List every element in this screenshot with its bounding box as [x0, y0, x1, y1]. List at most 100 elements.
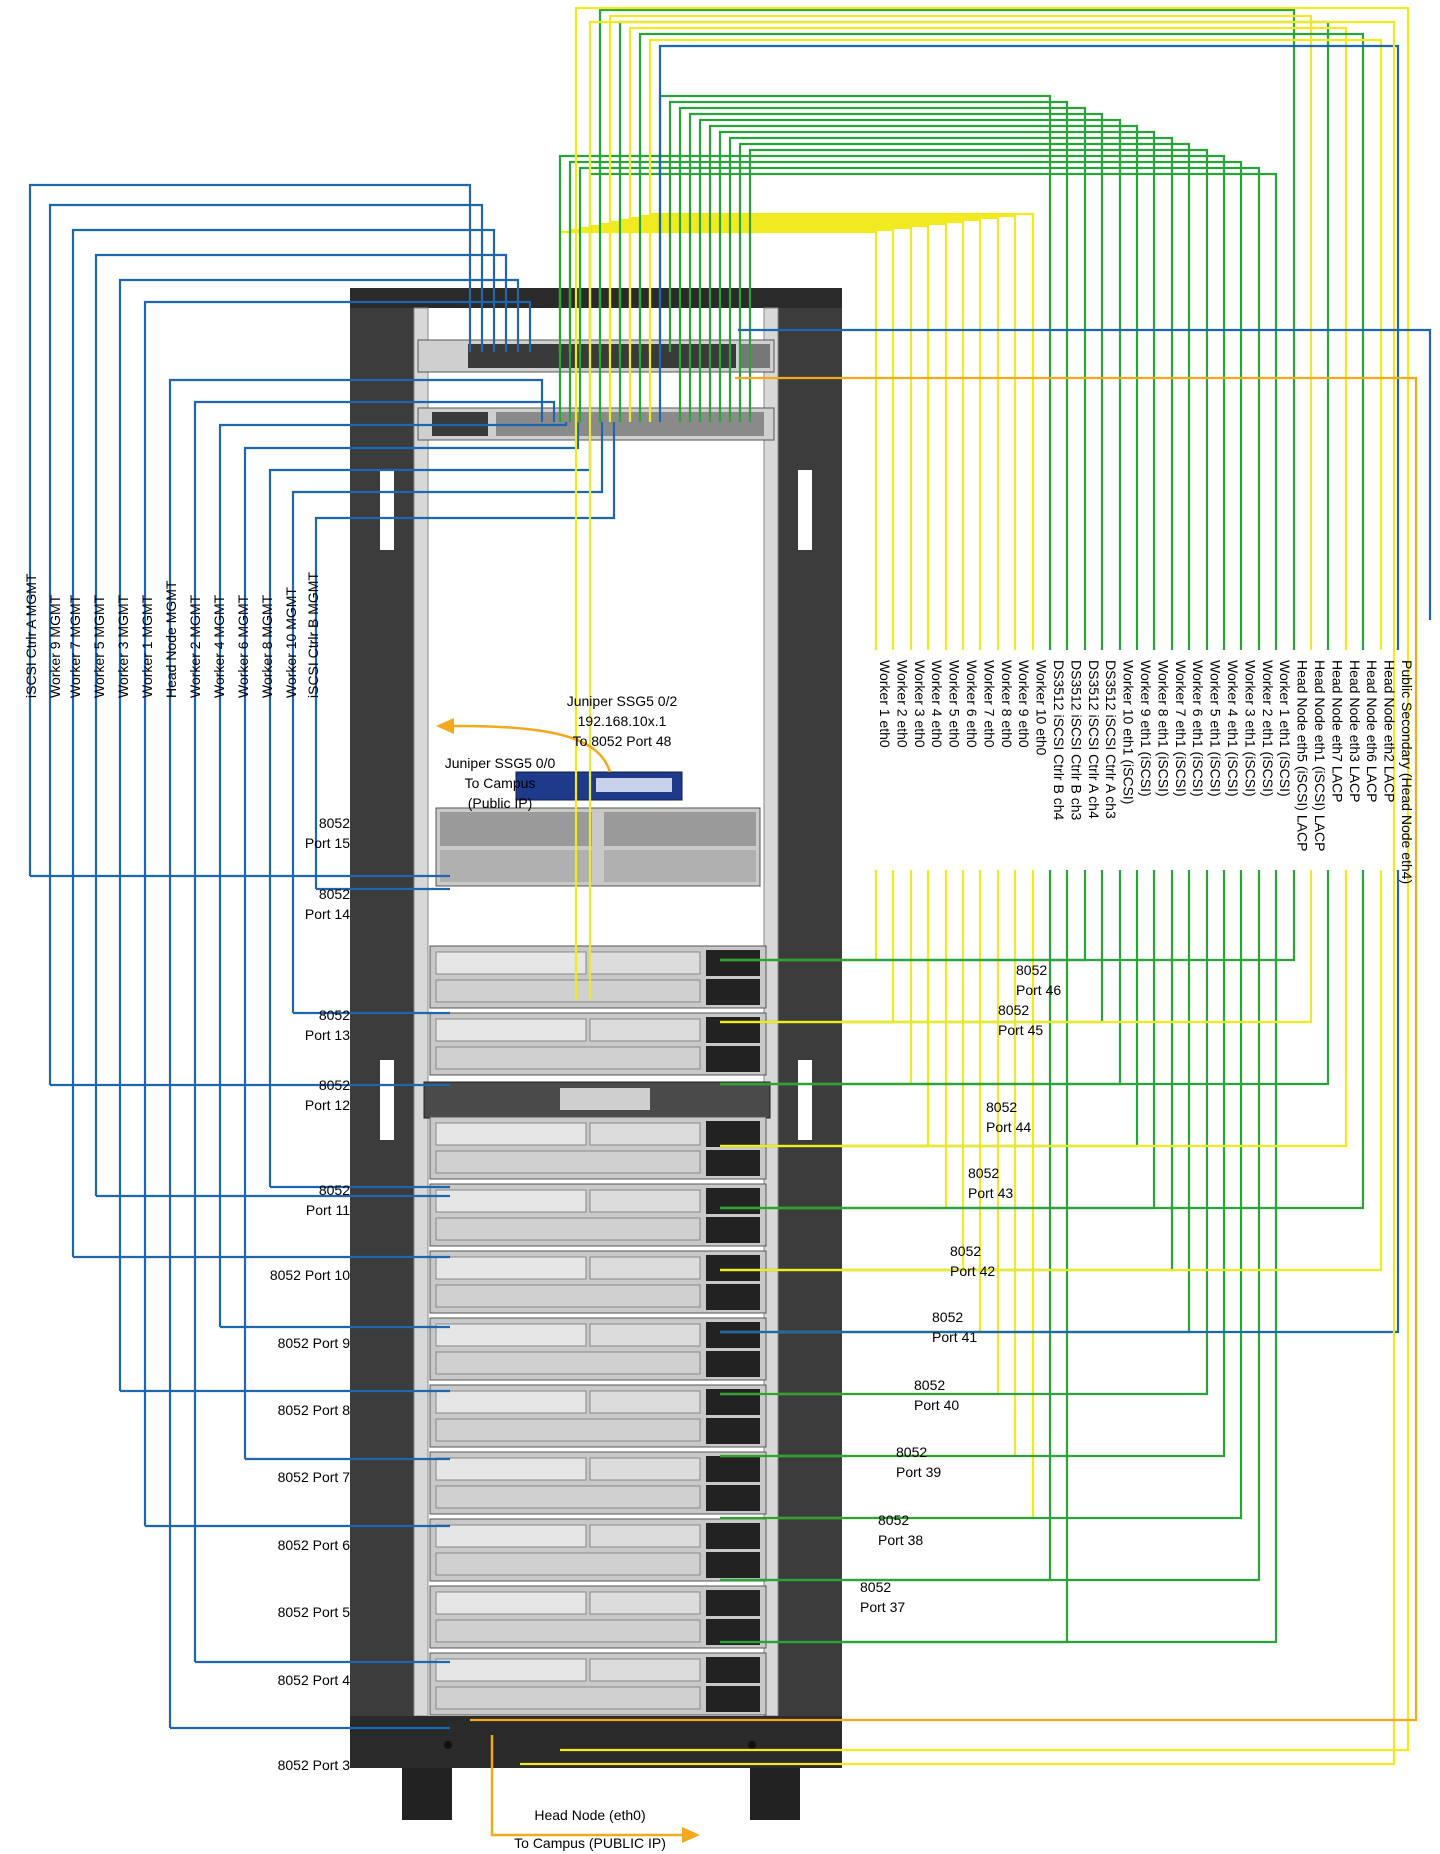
left-port-line1: 8052 Port 4	[278, 1672, 351, 1688]
left-mgmt-label: Worker 6 MGMT	[235, 594, 251, 698]
server-psu-1	[706, 1255, 760, 1281]
server-io-panel	[435, 1189, 587, 1213]
left-port-line1: 8052 Port 6	[278, 1537, 351, 1553]
right-cable-upper	[658, 44, 1400, 650]
server-psu-2	[706, 1552, 760, 1578]
server-unit	[429, 1652, 767, 1716]
server-psu-2	[706, 1150, 760, 1176]
rack-caster-left	[402, 1768, 452, 1820]
right-cable-lower	[720, 870, 1313, 1024]
right-vertical-label: DS3512 iSCSI Ctrlr B ch3	[1068, 660, 1084, 820]
right-cable-lower	[720, 870, 1278, 1644]
right-vertical-label: DS3512 iSCSI Ctrlr B ch4	[1051, 660, 1067, 820]
left-port-line1: 8052 Port 9	[278, 1335, 351, 1351]
server-psu-2	[706, 1351, 760, 1377]
switch-mid-port-block	[560, 1088, 650, 1110]
headnode-caption-line1: Head Node (eth0)	[534, 1807, 645, 1823]
right-cable-upper	[688, 112, 1104, 650]
mgmt-cable	[118, 278, 520, 1391]
right-vertical-label: Worker 2 eth1 (iSCSI)	[1260, 660, 1276, 797]
server-pci-panel	[589, 1122, 701, 1146]
server-psu-1	[706, 1657, 760, 1683]
server-psu-1	[706, 950, 760, 976]
right-port-line2: Port 45	[998, 1022, 1043, 1038]
left-port-line2: Port 13	[305, 1027, 350, 1043]
server-io-panel	[435, 1323, 587, 1347]
left-mgmt-label: Worker 5 MGMT	[91, 594, 107, 698]
cabling	[28, 6, 1432, 1766]
right-cable-upper	[698, 118, 1122, 650]
right-cable-lower	[720, 870, 1348, 1148]
server-io-panel	[435, 1018, 587, 1042]
mgmt-cable	[71, 228, 496, 1257]
firewall-port-block	[596, 778, 672, 792]
headnode-caption-line2: To Campus (PUBLIC IP)	[514, 1835, 666, 1851]
server-io-panel	[435, 951, 587, 975]
switch-top-port-block	[468, 344, 736, 368]
left-mgmt-label: Head Node MGMT	[163, 580, 179, 698]
right-vertical-label: Worker 7 eth0	[981, 660, 997, 748]
server-lower-panel	[435, 1046, 701, 1070]
right-cable-lower	[720, 870, 1330, 1086]
firewall-port02-line3: To 8052 Port 48	[573, 733, 672, 749]
right-vertical-label: Worker 6 eth1 (iSCSI)	[1190, 660, 1206, 797]
server-io-panel	[435, 1122, 587, 1146]
right-port-line2: Port 42	[950, 1263, 995, 1279]
right-vertical-label: DS3512 iSCSI Ctrlr A ch4	[1086, 660, 1102, 819]
switch-top-uplink-block	[740, 344, 770, 368]
right-cable-lower	[720, 870, 1365, 1210]
right-vertical-label: Head Node eth1 (iSCSI) LACP	[1312, 660, 1328, 851]
server-psu-2	[706, 979, 760, 1005]
right-vertical-label: Worker 10 eth0	[1034, 660, 1050, 756]
server-pci-panel	[589, 1658, 701, 1682]
server-psu-1	[706, 1121, 760, 1147]
right-port-line1: 8052	[896, 1444, 927, 1460]
server-pci-panel	[589, 951, 701, 975]
right-cable-upper	[578, 166, 1261, 650]
right-vertical-label: Worker 6 eth0	[964, 660, 980, 748]
switch-mid	[423, 1081, 771, 1119]
server-io-panel	[435, 1390, 587, 1414]
left-mgmt-label: iSCSI Ctrlr B MGMT	[305, 572, 321, 698]
right-vertical-label: Head Node eth5 (iSCSI) LACP	[1295, 660, 1311, 851]
right-vertical-label: Public Secondary (Head Node eth4)	[1399, 660, 1415, 884]
firewall-port02-caption: Juniper SSG5 0/2 192.168.10x.1 To 8052 P…	[567, 693, 678, 749]
rack-side-slot-left-1	[380, 470, 394, 550]
firewall-port00-caption: Juniper SSG5 0/0 To Campus (Public IP)	[445, 755, 556, 811]
server-pci-panel	[589, 1524, 701, 1548]
left-port-line1: 8052 Port 5	[278, 1604, 351, 1620]
server-psu-2	[706, 1046, 760, 1072]
rack-side-slot-left-2	[380, 1060, 394, 1140]
headnode-campus-arrowhead	[682, 1827, 700, 1843]
left-mgmt-label: Worker 4 MGMT	[211, 594, 227, 698]
right-cable-upper	[568, 160, 1243, 650]
firewall-campus-arrow	[449, 724, 612, 773]
server-psu-1	[706, 1188, 760, 1214]
right-vertical-label: Head Node eth3 LACP	[1347, 660, 1363, 802]
yellow-long-loop	[560, 6, 1410, 1752]
rack-foot-left	[444, 1741, 452, 1749]
server-io-panel	[435, 1591, 587, 1615]
right-cable-upper	[668, 100, 1069, 650]
switch-8052-bottom	[417, 407, 775, 441]
left-port-line1: 8052	[319, 1007, 350, 1023]
server-io-panel	[435, 1457, 587, 1481]
right-cable-upper	[628, 26, 1348, 650]
server-lower-panel	[435, 1552, 701, 1576]
right-port-line1: 8052	[1016, 962, 1047, 978]
rack-side-slot-right-2	[798, 1060, 812, 1140]
left-mgmt-label: Worker 1 MGMT	[139, 594, 155, 698]
left-port-line1: 8052 Port 7	[278, 1469, 351, 1485]
right-vertical-label: Worker 9 eth0	[1016, 660, 1032, 748]
right-vertical-label: DS3512 iSCSI Ctrlr A ch3	[1103, 660, 1119, 819]
left-mgmt-label: Worker 8 MGMT	[259, 594, 275, 698]
juniper-ssg5-firewall	[515, 771, 683, 801]
server-lower-panel	[435, 1686, 701, 1710]
right-port-line1: 8052	[986, 1099, 1017, 1115]
right-cable-lower	[720, 870, 1226, 1458]
left-port-line2: Port 14	[305, 906, 350, 922]
right-cable-lower	[720, 870, 1243, 1520]
server-pci-panel	[589, 1189, 701, 1213]
